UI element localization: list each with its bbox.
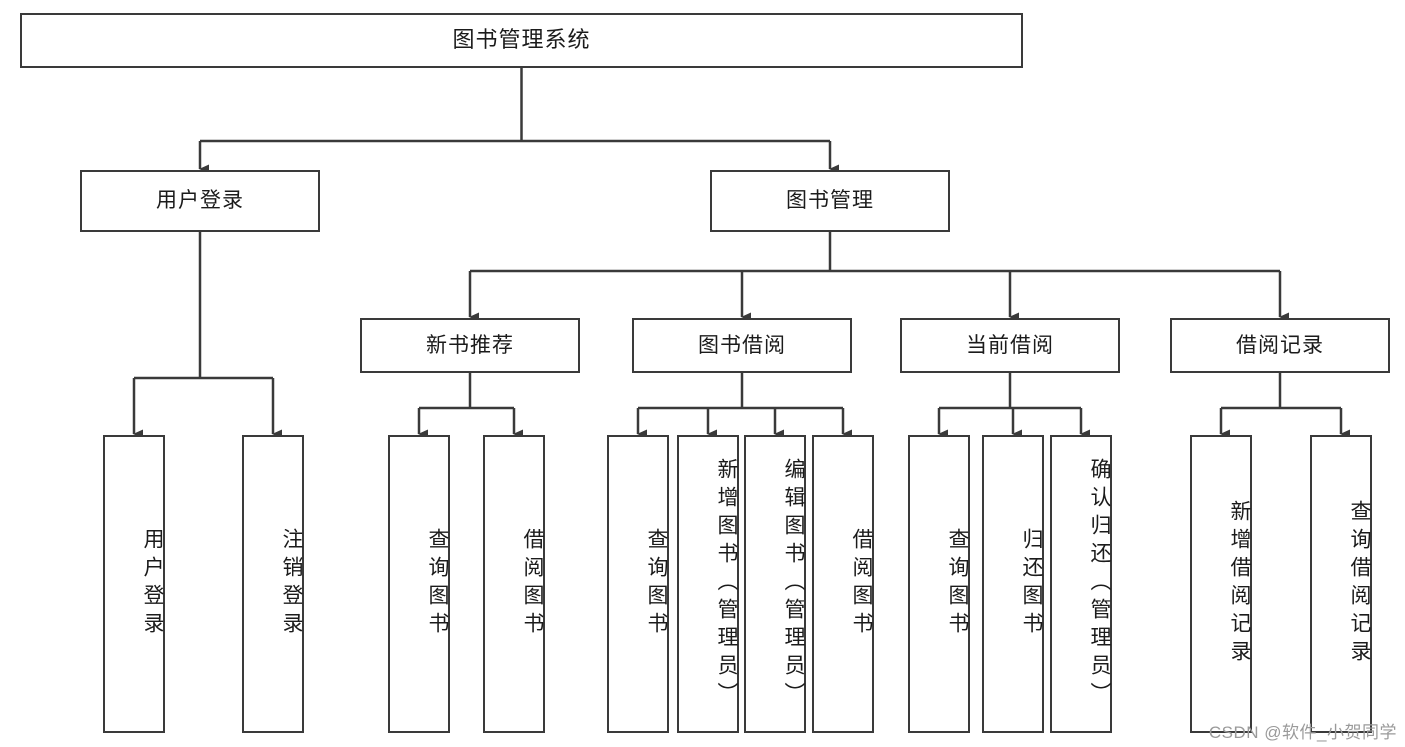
node-label: 查询图书 (645, 528, 668, 640)
node-label: 用户登录 (156, 189, 244, 213)
node-label: 新增借阅记录 (1228, 500, 1251, 668)
node-l-query1[interactable]: 查询图书 (388, 435, 450, 733)
node-label: 图书管理系统 (452, 27, 591, 53)
node-label: 用户登录 (141, 528, 164, 640)
node-l-add[interactable]: 新增图书（管理员） (677, 435, 739, 733)
node-l-edit[interactable]: 编辑图书（管理员） (744, 435, 806, 733)
node-label: 新书推荐 (426, 333, 514, 357)
node-records[interactable]: 借阅记录 (1170, 318, 1390, 373)
node-label: 借阅图书 (521, 528, 544, 640)
node-label: 查询借阅记录 (1348, 500, 1371, 668)
node-root[interactable]: 图书管理系统 (20, 13, 1023, 68)
node-current[interactable]: 当前借阅 (900, 318, 1120, 373)
node-label: 编辑图书（管理员） (782, 458, 805, 710)
node-l-queryrec[interactable]: 查询借阅记录 (1310, 435, 1372, 733)
node-bookmgmt[interactable]: 图书管理 (710, 170, 950, 232)
node-l-query2[interactable]: 查询图书 (607, 435, 669, 733)
node-l-userlogin[interactable]: 用户登录 (103, 435, 165, 733)
node-label: 新增图书（管理员） (715, 458, 738, 710)
node-l-return[interactable]: 归还图书 (982, 435, 1044, 733)
node-label: 图书管理 (786, 189, 874, 213)
node-l-borrow1[interactable]: 借阅图书 (483, 435, 545, 733)
node-label: 归还图书 (1020, 528, 1043, 640)
node-label: 注销登录 (280, 528, 303, 640)
node-label: 确认归还（管理员） (1088, 458, 1111, 710)
node-label: 借阅记录 (1236, 333, 1324, 357)
node-l-borrow2[interactable]: 借阅图书 (812, 435, 874, 733)
node-label: 图书借阅 (698, 333, 786, 357)
node-l-logout[interactable]: 注销登录 (242, 435, 304, 733)
connector-lines (132, 68, 1350, 439)
node-l-query3[interactable]: 查询图书 (908, 435, 970, 733)
node-borrow[interactable]: 图书借阅 (632, 318, 852, 373)
node-newrec[interactable]: 新书推荐 (360, 318, 580, 373)
node-login[interactable]: 用户登录 (80, 170, 320, 232)
node-label: 借阅图书 (850, 528, 873, 640)
watermark-label: CSDN @软件_小贺同学 (1208, 723, 1397, 742)
node-label: 当前借阅 (966, 333, 1054, 357)
node-l-addrec[interactable]: 新增借阅记录 (1190, 435, 1252, 733)
node-label: 查询图书 (426, 528, 449, 640)
node-l-confirm[interactable]: 确认归还（管理员） (1050, 435, 1112, 733)
node-label: 查询图书 (946, 528, 969, 640)
